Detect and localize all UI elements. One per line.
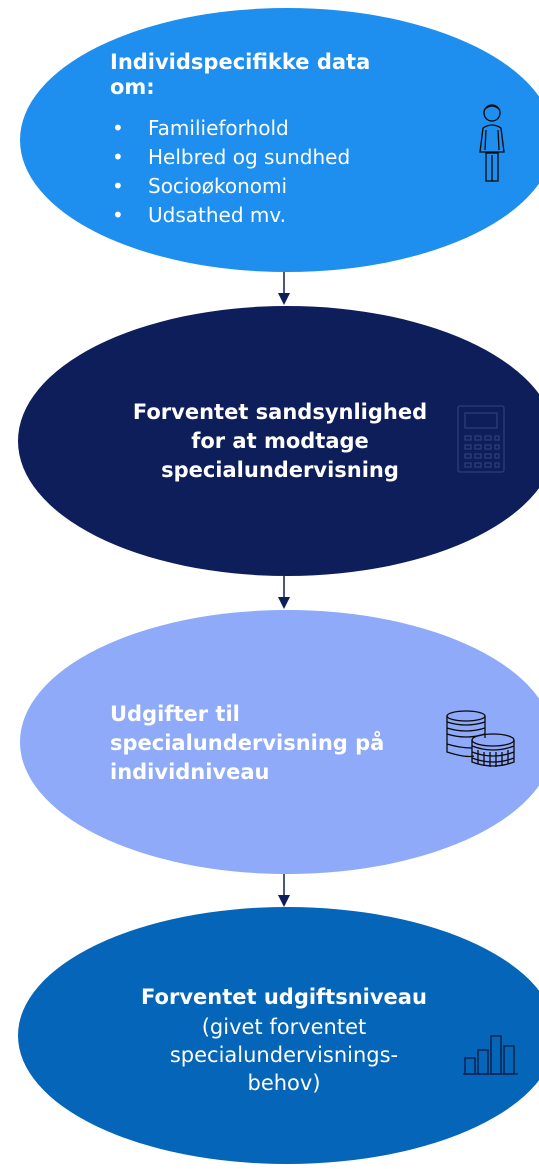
title-line: for at modtage xyxy=(191,429,369,453)
title-line: specialundervisning på xyxy=(110,731,385,755)
bullet-item: Helbred og sundhed xyxy=(110,143,350,172)
flow-arrow xyxy=(278,576,290,609)
bullet-item: Socioøkonomi xyxy=(110,172,350,201)
title-line: Udgifter til xyxy=(110,702,240,726)
title-line: individniveau xyxy=(110,760,270,784)
title-line: specialundervisning xyxy=(161,458,399,482)
data-title: Individspecifikke data om: xyxy=(110,50,371,99)
calculator-icon xyxy=(457,405,505,473)
bullet-item: Udsathed mv. xyxy=(110,201,350,230)
bar-chart-icon xyxy=(463,1035,518,1075)
flow-arrow xyxy=(278,874,290,907)
coins-icon xyxy=(446,710,515,767)
expected-cost-title: Forventet udgiftsniveau xyxy=(141,985,427,1009)
expenditure-ellipse xyxy=(20,610,539,874)
expected-cost-ellipse xyxy=(18,907,539,1164)
probability-ellipse xyxy=(18,306,539,576)
expenditure-title: Udgifter til specialundervisning på indi… xyxy=(110,700,440,787)
bullet-item: Familieforhold xyxy=(110,114,350,143)
flow-arrow xyxy=(278,272,290,305)
subtitle-line: specialundervisnings- xyxy=(169,1043,399,1067)
probability-title: Forventet sandsynlighed for at modtage s… xyxy=(110,398,450,485)
person-icon xyxy=(479,104,505,182)
subtitle-line: (givet forventet xyxy=(201,1015,367,1039)
expected-cost-subtitle: (givet forventet specialundervisnings- b… xyxy=(114,1013,454,1097)
title-line: Forventet sandsynlighed xyxy=(132,400,428,424)
data-bullet-list: Familieforhold Helbred og sundhed Socioø… xyxy=(110,114,350,230)
subtitle-line: behov) xyxy=(247,1071,321,1095)
